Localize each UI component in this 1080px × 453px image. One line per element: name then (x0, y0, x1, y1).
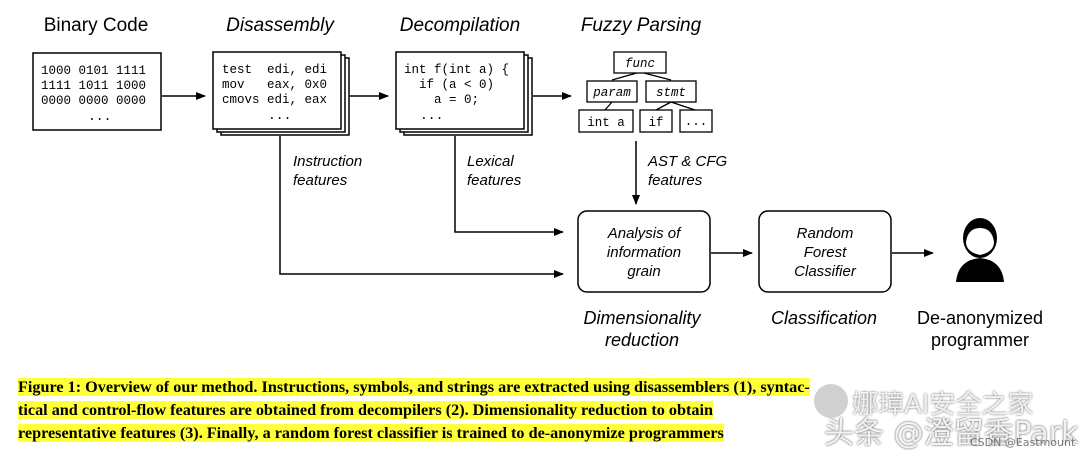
decompilation-more: ... (420, 108, 443, 123)
pipeline-diagram: Binary Code 1000 0101 1111 1111 1011 100… (32, 15, 1043, 350)
svg-text:func: func (625, 57, 655, 71)
svg-text:...: ... (685, 115, 708, 129)
binary-code-title: Binary Code (44, 15, 149, 36)
classification-label: Classification (771, 308, 877, 328)
ast-node-stmt: stmt (645, 80, 697, 103)
instruction-features-label-2: features (293, 172, 348, 189)
deanon-label-2: programmer (931, 330, 1029, 350)
decompilation-line-3: a = 0; (404, 93, 479, 107)
ast-node-int-a: int a (578, 109, 634, 133)
dimensionality-label-1: Dimensionality (583, 308, 701, 328)
instruction-features-label-1: Instruction (293, 153, 362, 170)
arrow-instruction-features (279, 136, 564, 278)
fuzzy-parsing-title: Fuzzy Parsing (581, 15, 702, 36)
figure-caption: Figure 1: Overview of our method. Instru… (18, 376, 1068, 445)
disassembly-line-3: cmovs edi, eax (222, 93, 327, 107)
disassembly-box: test edi, edi mov eax, 0x0 cmovs edi, ea… (212, 51, 350, 136)
ast-node-param: param (586, 80, 638, 103)
disassembly-line-1: test edi, edi (222, 63, 327, 77)
binary-more: ... (88, 109, 111, 124)
forest-line-2: Forest (804, 244, 847, 261)
decompilation-line-1: int f(int a) { (404, 63, 509, 77)
watermark-logo-icon (814, 384, 848, 418)
svg-text:param: param (592, 86, 631, 100)
analysis-line-3: grain (627, 263, 660, 280)
svg-text:int a: int a (587, 116, 625, 130)
svg-text:if: if (648, 116, 663, 130)
decompilation-box: int f(int a) { if (a < 0) a = 0; ... (395, 51, 533, 136)
ast-node-more: ... (679, 109, 713, 133)
random-forest-box: Random Forest Classifier (758, 210, 892, 293)
disassembly-more: ... (268, 108, 291, 123)
caption-line-1: Figure 1: Overview of our method. Instru… (18, 378, 810, 396)
deanon-label-1: De-anonymized (917, 308, 1043, 328)
decompilation-title: Decompilation (400, 15, 520, 36)
binary-line-3: 0000 0000 0000 (41, 94, 146, 108)
ast-cfg-features-label-2: features (648, 172, 703, 189)
watermark-text-2: 头条 @澄留香Park (824, 416, 1079, 451)
caption-line-2: tical and control-flow features are obta… (18, 401, 713, 419)
watermark-text-3: CSDN @Eastmount (970, 436, 1076, 449)
watermark-text-1: 娜璋AI安全之家 (852, 390, 1034, 420)
caption-line-3: representative features (3). Finally, a … (18, 424, 724, 442)
ast-node-func: func (613, 51, 667, 74)
analysis-box: Analysis of information grain (577, 210, 711, 293)
binary-line-2: 1111 1011 1000 (41, 79, 146, 93)
dimensionality-label-2: reduction (605, 330, 679, 350)
ast-node-if: if (639, 109, 673, 133)
ast-cfg-features-label-1: AST & CFG (647, 153, 728, 170)
svg-text:stmt: stmt (656, 86, 686, 100)
lexical-features-label-1: Lexical (467, 153, 514, 170)
disassembly-line-2: mov eax, 0x0 (222, 78, 327, 92)
analysis-line-2: information (607, 244, 681, 261)
lexical-features-label-2: features (467, 172, 522, 189)
person-icon (956, 218, 1004, 282)
binary-line-1: 1000 0101 1111 (41, 64, 146, 78)
disassembly-title: Disassembly (226, 15, 335, 36)
arrow-lexical-features (454, 136, 564, 236)
forest-line-3: Classifier (794, 263, 857, 280)
decompilation-line-2: if (a < 0) (404, 78, 494, 92)
forest-line-1: Random (797, 225, 854, 242)
analysis-line-1: Analysis of (607, 225, 682, 242)
binary-code-box: 1000 0101 1111 1111 1011 1000 0000 0000 … (32, 52, 162, 131)
